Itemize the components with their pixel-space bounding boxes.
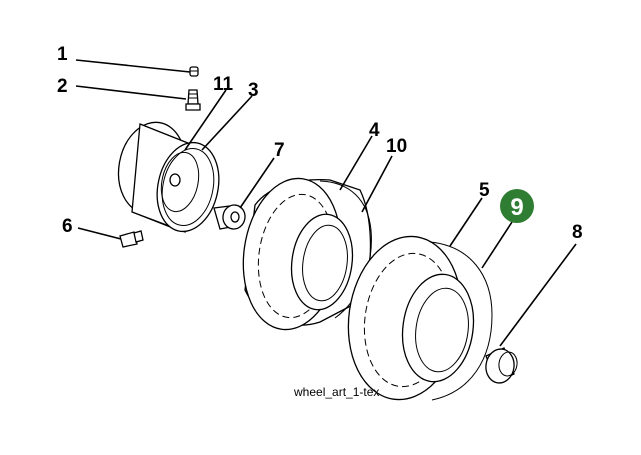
tire-right <box>347 235 493 401</box>
bushing <box>213 204 246 230</box>
diagram-caption: wheel_art_1-tex <box>293 385 379 399</box>
valve-stem <box>185 89 201 111</box>
label-9: 9 <box>510 194 523 221</box>
label-11: 11 <box>213 74 234 95</box>
hub-cap <box>485 347 518 384</box>
leader-lines <box>75 59 577 347</box>
label-8: 8 <box>572 222 583 243</box>
label-1: 1 <box>57 44 68 65</box>
label-4: 4 <box>369 120 380 141</box>
label-7: 7 <box>274 140 285 161</box>
tire-left <box>242 177 372 331</box>
label-2: 2 <box>57 76 68 97</box>
wheel-rim <box>117 121 220 233</box>
bolt <box>119 230 144 248</box>
callout-labels: 1 2 11 3 7 4 10 5 9 8 6 <box>57 44 583 243</box>
label-3: 3 <box>248 80 259 101</box>
highlight-badge <box>500 189 534 223</box>
label-6: 6 <box>62 216 73 237</box>
label-5: 5 <box>479 180 490 201</box>
valve-cap <box>189 66 199 77</box>
label-10: 10 <box>386 136 407 157</box>
